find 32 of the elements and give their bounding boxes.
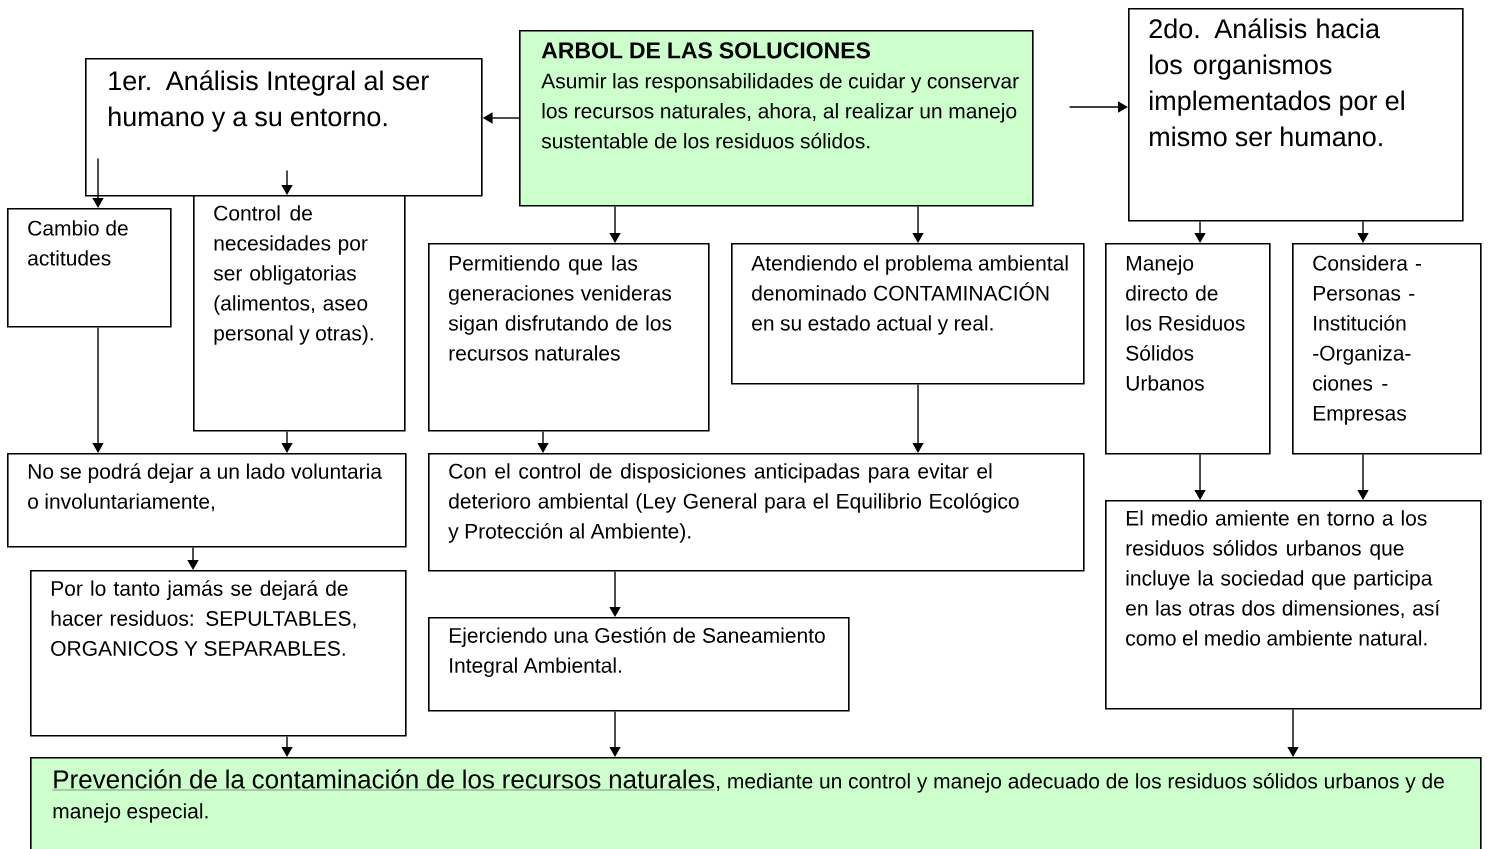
process-box: Cambio de actitudes [7, 208, 172, 328]
arrow [1287, 708, 1299, 757]
process-box: Permitiendo que las generaciones venideras sigan disfrutando de los recursos naturales [428, 243, 710, 432]
process-box: No se podrá dejar a un lado voluntaria o involuntariamente, [7, 453, 407, 548]
arrow [281, 735, 293, 757]
arrow [1068, 101, 1128, 113]
arrow [281, 430, 293, 453]
analysis-box: 1er. Análisis Integral al ser humano y a su entorno. [85, 58, 483, 197]
root-box: ARBOL DE LAS SOLUCIONES Asumir las responsabilidades de cuidar y conservar los recursos naturales, ahora, al realizar un manejo sustentable de los residuos sólidos. [519, 30, 1034, 207]
process-box: Control de necesidades por ser obligatorias (alimentos, aseo personal y otras). [193, 195, 406, 432]
process-box: Atendiendo el problema ambiental denominado CONTAMINACIÓN en su estado actual y real. [731, 243, 1085, 385]
arrow [1194, 453, 1206, 500]
process-box: Considera -Personas -Institución -Organiza- ciones -Empresas [1292, 243, 1482, 455]
process-box: Manejo directo de los Residuos Sólidos Urbanos [1105, 243, 1271, 455]
arrow [609, 205, 621, 243]
process-box: Ejerciendo una Gestión de Saneamiento Integral Ambiental. [428, 617, 850, 712]
arrow [609, 570, 621, 617]
arrow [1194, 220, 1206, 243]
arrow [187, 546, 199, 570]
arrow [1357, 220, 1369, 243]
arrow [912, 205, 924, 243]
process-box: Por lo tanto jamás se dejará de hacer residuos: SEPULTABLES, ORGANICOS Y SEPARABLES. [30, 570, 407, 737]
analysis-box: 2do. Análisis hacia los organismos implementados por el mismo ser humano. [1128, 8, 1464, 222]
arrow [537, 430, 549, 453]
arrow [1357, 453, 1369, 500]
arrow [92, 326, 104, 453]
process-box: Con el control de disposiciones anticipadas para evitar el deterioro ambiental (Ley General para el Equilibrio Ecológico y Protección al Ambiente). [428, 453, 1085, 572]
arrow [281, 169, 293, 195]
arrow [912, 383, 924, 453]
process-box: El medio amiente en torno a los residuos sólidos urbanos que incluye la sociedad que participa en las otras dos dimensiones, así como el medio ambiente natural. [1105, 500, 1482, 710]
arrow [609, 710, 621, 757]
arrow [92, 157, 104, 208]
